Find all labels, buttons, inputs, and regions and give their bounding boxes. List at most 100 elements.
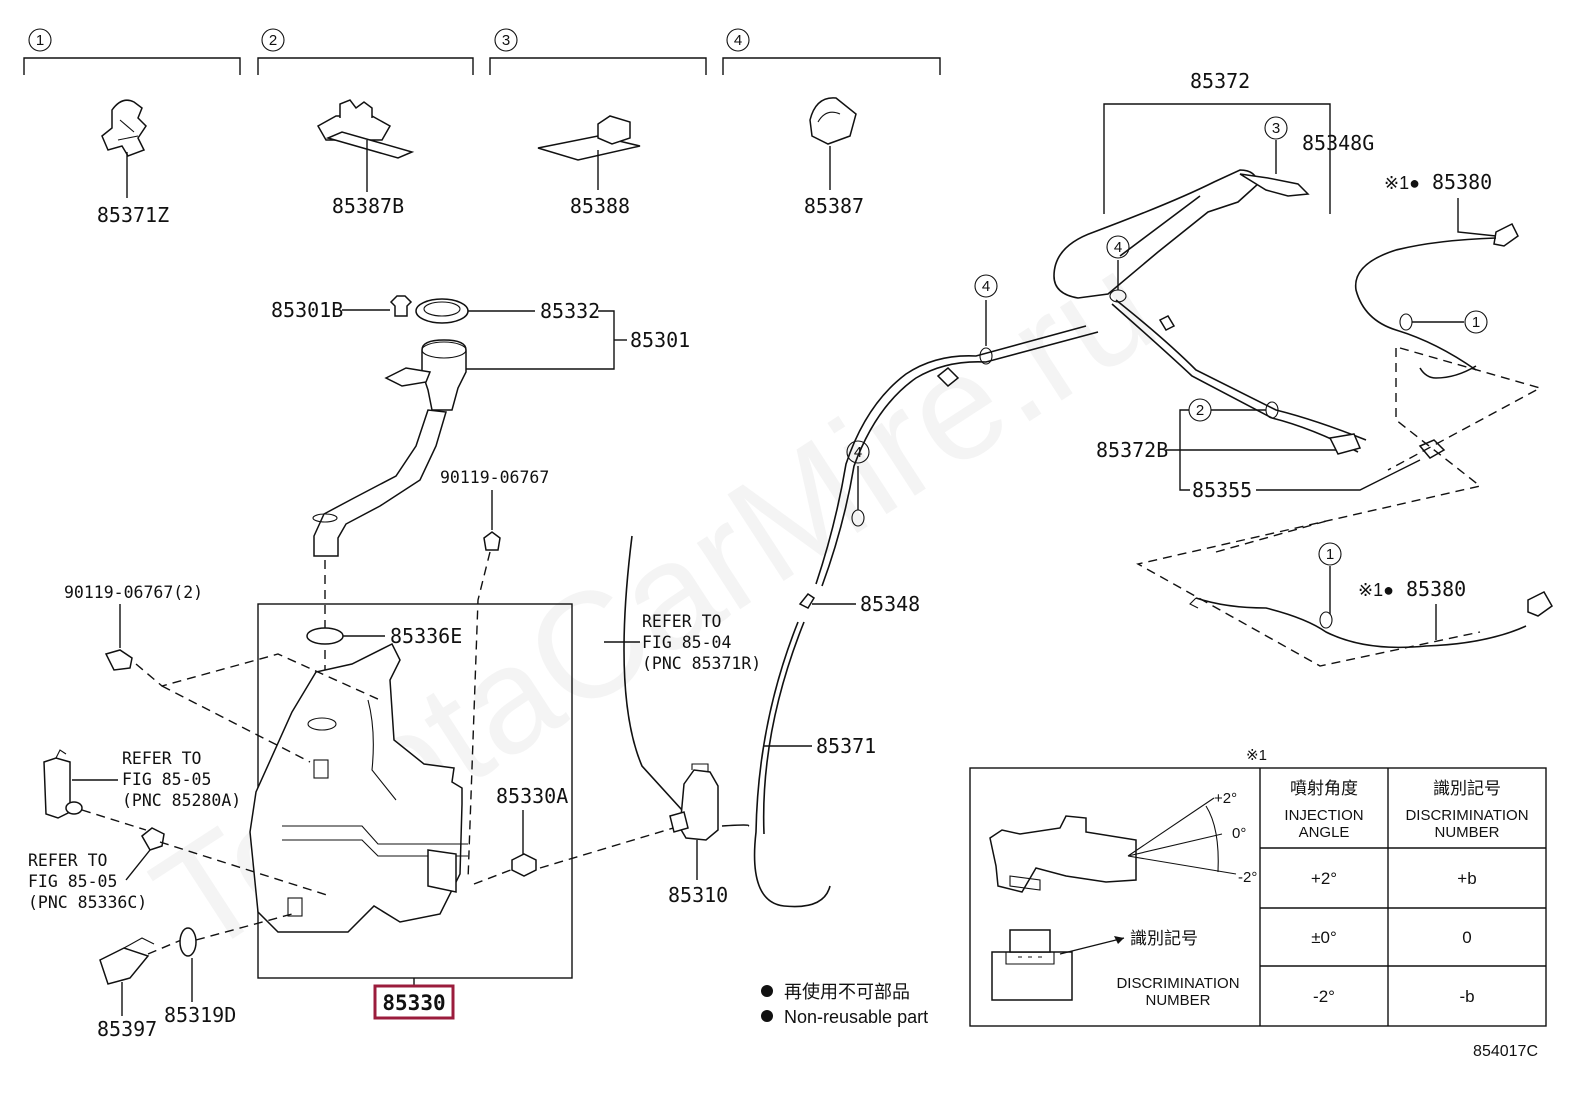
clip-85371Z-icon (101, 99, 147, 157)
bolt-icon (483, 531, 501, 551)
grommet-85330A-icon (511, 853, 537, 877)
angle-minus: -2° (1238, 869, 1257, 886)
filler-pipe-icon (313, 409, 447, 557)
mark-85380-top: ※1● (1384, 173, 1420, 193)
circle-85380-bottom: 1 (1326, 546, 1334, 563)
angle-plus: +2° (1214, 790, 1237, 807)
part-85330A: 85330A (496, 784, 568, 808)
table-note: ※1 (1246, 747, 1267, 764)
grommet-85336C-icon (141, 827, 165, 851)
nozzle-angle-icon (989, 797, 1237, 893)
clip-85388-icon (537, 115, 641, 161)
group-1: 1 85371Z (23, 28, 241, 227)
circle-85380-top: 1 (1472, 314, 1480, 331)
angle-zero: 0° (1232, 825, 1246, 842)
part-85372: 85372 (1190, 69, 1250, 93)
group-4-number: 4 (734, 32, 742, 49)
level-sensor-85397-icon (99, 937, 155, 985)
part-85387: 85387 (804, 194, 864, 218)
refer-2-line3: (PNC 85336C) (28, 893, 147, 912)
refer-3-line1: REFER TO (642, 612, 721, 631)
circle-85348G: 3 (1272, 120, 1280, 137)
discrimination-part-icon (991, 929, 1073, 1001)
mark-85380-bottom: ※1● (1358, 580, 1394, 600)
hose-85371-icon (753, 621, 831, 908)
group-1-number: 1 (36, 32, 44, 49)
figure-code: 854017C (1473, 1043, 1538, 1060)
legend-en: Non-reusable part (784, 1007, 928, 1027)
part-90119-06767-2: 90119-06767(2) (64, 583, 203, 602)
refer-2-line2: FIG 85-05 (28, 872, 117, 891)
legend-jp: 再使用不可部品 (784, 982, 910, 1002)
washer-pump-85310-icon (669, 763, 719, 841)
group-4: 4 85387 (722, 28, 941, 218)
part-85348G: 85348G (1302, 131, 1374, 155)
part-85355: 85355 (1192, 478, 1252, 502)
refer-1-line2: FIG 85-05 (122, 770, 211, 789)
part-85388: 85388 (570, 194, 630, 218)
part-85301B: 85301B (271, 298, 343, 322)
refer-3-line3: (PNC 85371R) (642, 654, 761, 673)
part-85301: 85301 (630, 328, 690, 352)
part-85387B: 85387B (332, 194, 404, 218)
nozzle-85355-icon (1418, 439, 1446, 459)
part-85336E: 85336E (390, 624, 462, 648)
part-85332: 85332 (540, 299, 600, 323)
cap-85332-icon (415, 298, 469, 324)
part-85372B: 85372B (1096, 438, 1168, 462)
col2-en-2: NUMBER (1434, 824, 1499, 841)
clip-85301B-icon (389, 295, 413, 317)
injection-table: 噴射角度 INJECTION ANGLE 識別記号 DISCRIMINATION… (969, 767, 1547, 1027)
row2-angle: ±0° (1311, 928, 1337, 947)
part-85397: 85397 (97, 1017, 157, 1041)
part-85371: 85371 (816, 734, 876, 758)
refer-hose-icon (623, 535, 683, 811)
part-85371Z: 85371Z (97, 203, 169, 227)
refer-2-line1: REFER TO (28, 851, 107, 870)
col1-en-2: ANGLE (1299, 824, 1350, 841)
img-en-1: DISCRIMINATION (1116, 975, 1239, 992)
img-jp: 識別記号 (1130, 929, 1198, 948)
washer-tank-85330 (249, 642, 468, 933)
group-2-number: 2 (269, 32, 277, 49)
grommet-85336E-icon (306, 627, 344, 645)
refer-1-line1: REFER TO (122, 749, 201, 768)
bolt-2-icon (104, 649, 133, 671)
col1-en-1: INJECTION (1284, 807, 1363, 824)
col2-jp: 識別記号 (1433, 779, 1501, 798)
row3-angle: -2° (1313, 987, 1335, 1006)
part-85310: 85310 (668, 883, 728, 907)
washer-motor-ref-icon (43, 749, 83, 819)
tank-body-icon (249, 642, 463, 933)
bolt-90119-06767-2: 90119-06767(2) (64, 583, 203, 671)
row1-disc: +b (1457, 869, 1476, 888)
group-2: 2 85387B (257, 28, 474, 218)
row1-angle: +2° (1311, 869, 1337, 888)
img-en-2: NUMBER (1145, 992, 1210, 1009)
refer-1-line3: (PNC 85280A) (122, 791, 241, 810)
group-3-number: 3 (502, 32, 510, 49)
circle-85372B: 2 (1196, 402, 1204, 419)
col2-en-1: DISCRIMINATION (1405, 807, 1528, 824)
hose-assembly-85372-icon (1053, 169, 1367, 455)
circle-mid-top: 4 (1114, 239, 1122, 256)
part-85330: 85330 (382, 991, 445, 1015)
bolt-90119-06767: 90119-06767 (440, 468, 549, 551)
nozzle-85380-bottom-icon (1189, 591, 1553, 649)
ring-85319D-icon (179, 927, 197, 957)
refer-3-line2: FIG 85-04 (642, 633, 731, 652)
joint-85348-icon (798, 592, 816, 609)
part-85319D: 85319D (164, 1003, 236, 1027)
part-85380-top: 85380 (1432, 170, 1492, 194)
circle-mid-left: 4 (982, 278, 990, 295)
circle-hose: 4 (854, 444, 862, 461)
clip-85387B-icon (316, 99, 415, 159)
part-85380-bottom: 85380 (1406, 577, 1466, 601)
col1-jp: 噴射角度 (1290, 779, 1358, 798)
part-85348: 85348 (860, 592, 920, 616)
group-3: 3 85388 (489, 28, 707, 218)
clip-85387-icon (809, 97, 857, 145)
row2-disc: 0 (1462, 928, 1471, 947)
nozzle-85380-top-icon (1354, 222, 1519, 379)
